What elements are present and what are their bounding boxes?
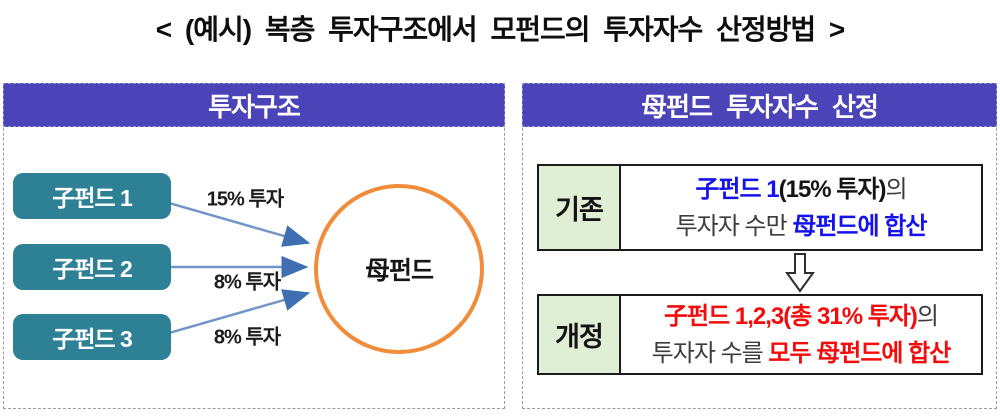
revised-line-2: 투자자 수를 모두 母펀드에 합산 <box>651 339 952 367</box>
rule-row-existing: 기존 子펀드 1(15% 투자)의 투자자 수만 母펀드에 합산 <box>537 164 983 251</box>
existing-rule-text: 子펀드 1(15% 투자)의 투자자 수만 母펀드에 합산 <box>621 166 981 249</box>
arrow-fund1-to-mother <box>170 202 311 247</box>
child-fund-3-box: 子펀드 3 <box>13 314 171 360</box>
revised-line-1: 子펀드 1,2,3(총 31% 투자)의 <box>664 302 939 330</box>
arrow-fund3-to-mother <box>170 289 311 334</box>
right-panel-header: 母펀드 투자자수 산정 <box>522 83 997 127</box>
existing-line-2: 투자자 수만 母펀드에 합산 <box>675 212 928 240</box>
existing-tag: 기존 <box>539 166 621 249</box>
revised-rule-text: 子펀드 1,2,3(총 31% 투자)의 투자자 수를 모두 母펀드에 합산 <box>621 296 981 373</box>
invest-label-1: 15% 투자 <box>206 188 284 211</box>
existing-line-1: 子펀드 1(15% 투자)의 <box>695 175 907 203</box>
rule-row-revised: 개정 子펀드 1,2,3(총 31% 투자)의 투자자 수를 모두 母펀드에 합… <box>537 294 983 375</box>
investor-count-panel: 母펀드 투자자수 산정 기존 子펀드 1(15% 투자)의 투자자 수만 母펀드… <box>522 83 997 409</box>
figure-title: < (예시) 복층 투자구조에서 모펀드의 투자자수 산정방법 > <box>155 14 846 45</box>
child-fund-2-box: 子펀드 2 <box>13 244 171 290</box>
left-panel-body: 子펀드 1 子펀드 2 子펀드 3 15% 투자 8% 투자 8% 투자 母펀드 <box>4 128 504 408</box>
investment-structure-panel: 투자구조 子펀드 1 子펀드 2 子펀드 3 15% 투자 8% 투자 8% 투… <box>3 83 505 409</box>
right-panel-body: 기존 子펀드 1(15% 투자)의 투자자 수만 母펀드에 합산 개정 子펀드 … <box>523 128 996 408</box>
revised-tag: 개정 <box>539 296 621 373</box>
investment-arrows <box>170 202 311 334</box>
down-arrow-icon <box>785 253 815 293</box>
mother-fund-circle: 母펀드 <box>314 184 484 354</box>
left-panel-header: 투자구조 <box>3 83 505 127</box>
mother-fund-label: 母펀드 <box>364 257 434 285</box>
invest-label-3: 8% 투자 <box>213 326 281 349</box>
invest-label-2: 8% 투자 <box>213 271 281 294</box>
child-fund-1-box: 子펀드 1 <box>13 173 171 219</box>
